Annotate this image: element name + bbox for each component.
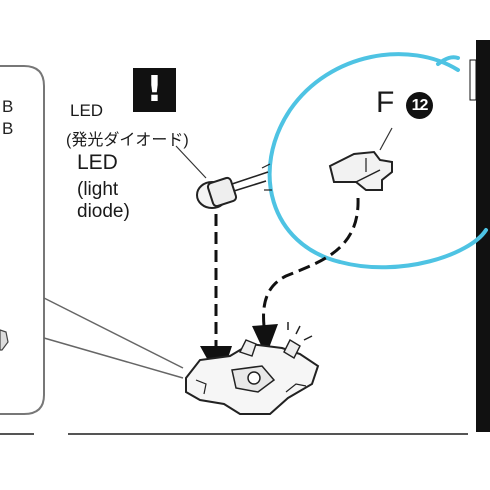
led-label-english-title: LED — [77, 151, 118, 174]
callout-line-lower — [43, 337, 184, 379]
part-number-badge: 12 — [406, 92, 433, 119]
led-label: LED — [70, 101, 104, 120]
led-leader-line — [175, 145, 207, 179]
side-tab-notch — [469, 59, 477, 101]
led-part-icon — [196, 163, 272, 209]
led-label-english-desc: (light diode) — [77, 179, 130, 222]
highlight-circle-tail — [436, 55, 460, 66]
led-label-japanese: (発光ダイオード) — [66, 132, 189, 149]
f12-leader-line — [379, 127, 393, 151]
left-panel-outline — [0, 65, 45, 415]
warning-icon: ! — [133, 68, 176, 112]
left-panel-text: B B — [2, 97, 14, 138]
f12-insert-arrowhead — [252, 324, 278, 356]
f12-insert-dashed-line — [262, 197, 360, 327]
base-assembly-icon — [185, 322, 320, 415]
part-letter-label: F — [376, 86, 395, 119]
f12-part-icon — [328, 150, 393, 191]
callout-line-upper — [43, 297, 184, 369]
edge-part-icon — [0, 329, 9, 351]
